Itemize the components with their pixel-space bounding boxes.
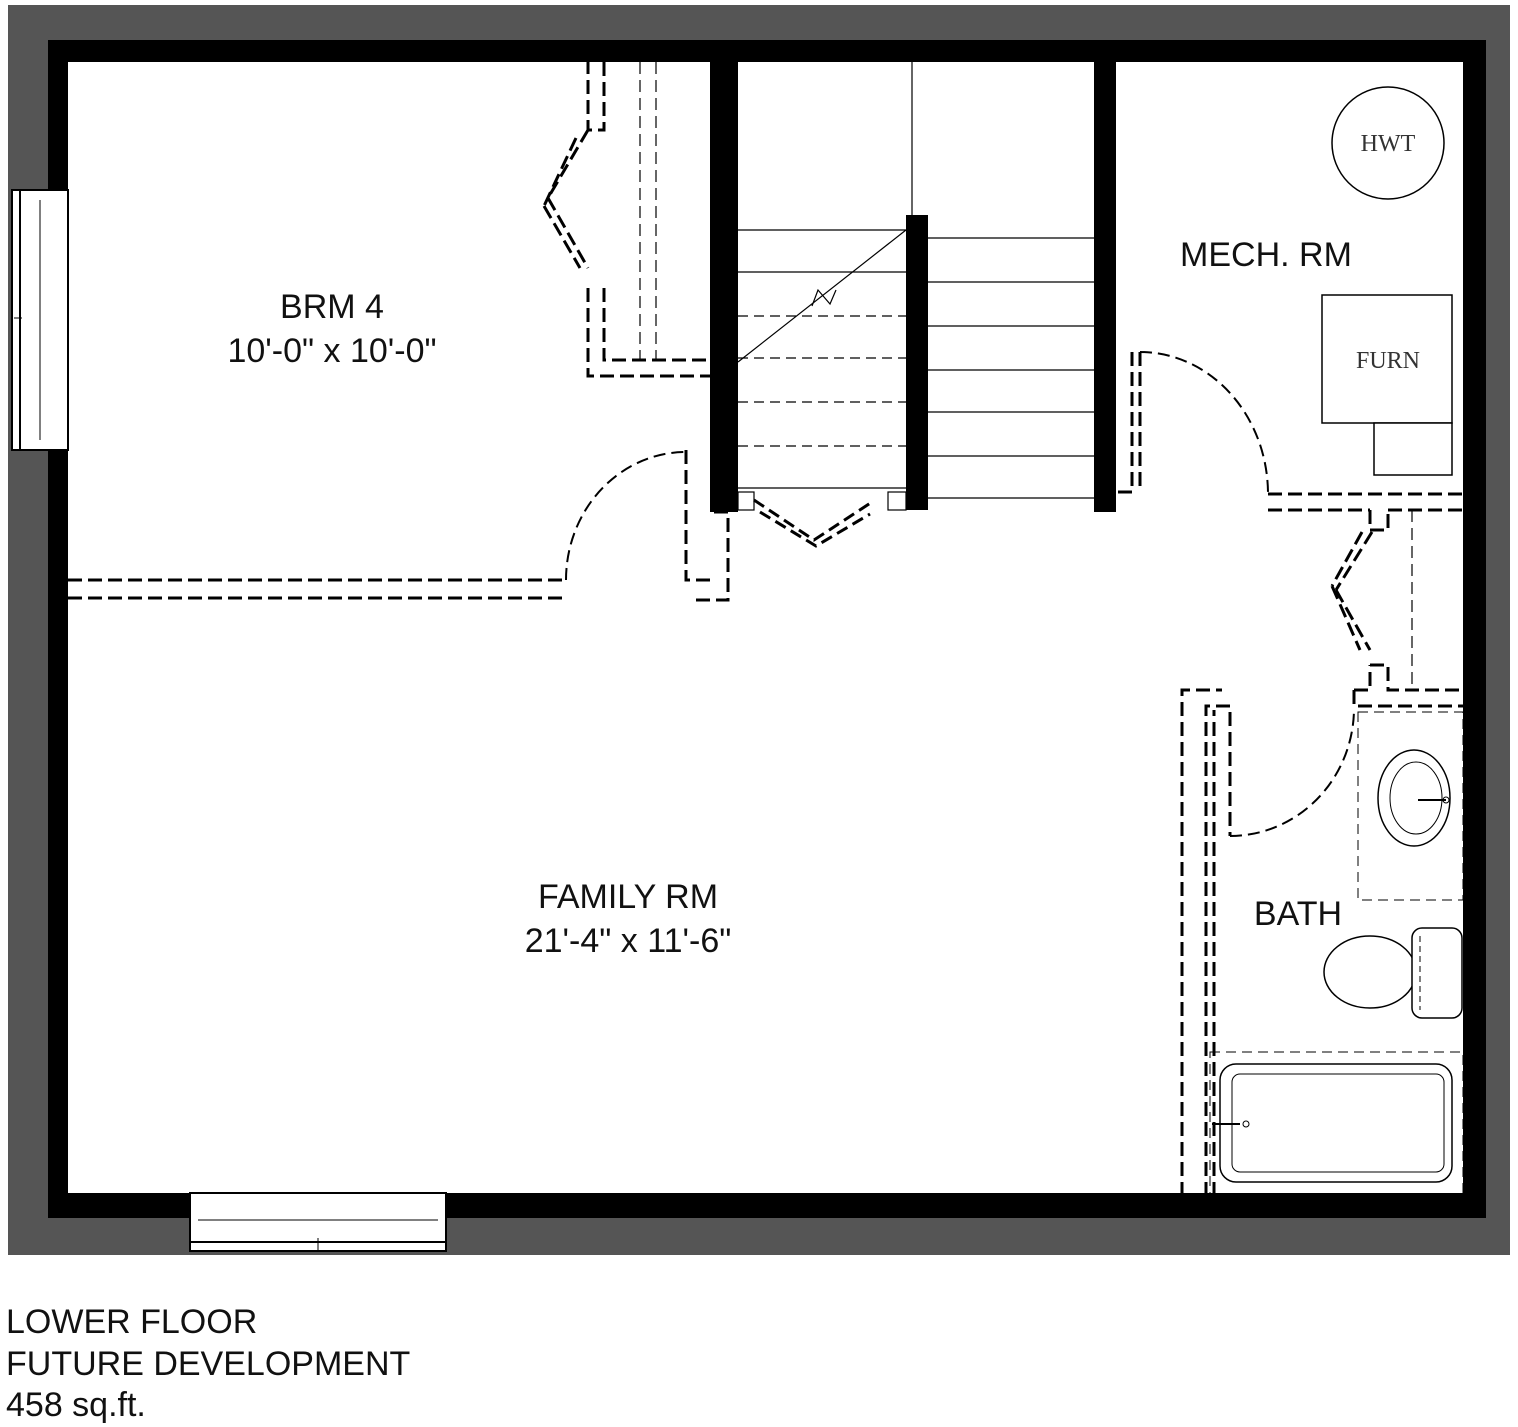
toilet-icon [1323,927,1463,1019]
family-room-size: 21'-4" x 11'-6" [525,922,732,960]
bath-name: BATH [1254,895,1342,933]
window-bottom [189,1192,447,1252]
furnace-icon: FURN [1321,294,1453,476]
caption-status: FUTURE DEVELOPMENT [6,1345,411,1383]
furn-label: FURN [1356,348,1420,374]
closet-lines [639,62,1413,690]
caption-floor: LOWER FLOOR [6,1303,258,1341]
outer-wall [8,5,1510,1255]
partition-walls [68,60,1463,1198]
window-left [11,189,69,451]
bathtub-icon [1209,1051,1464,1195]
caption-area: 458 sq.ft. [6,1386,146,1424]
hwt-label: HWT [1361,131,1416,157]
floor-plan: HWT FURN BRM 4 10'-0" x 10'-0" FAMILY RM… [8,5,1510,1255]
bedroom-size: 10'-0" x 10'-0" [227,332,436,370]
door-swings [565,351,1355,837]
bedroom-name: BRM 4 [280,288,384,326]
sink-icon [1357,711,1464,901]
room-labels: BRM 4 10'-0" x 10'-0" FAMILY RM 21'-4" x… [227,236,1352,960]
staircase [737,62,1094,511]
stair-walls [710,62,1116,512]
hot-water-tank-icon: HWT [1331,86,1445,200]
family-room-name: FAMILY RM [538,878,718,916]
mech-room-name: MECH. RM [1180,236,1352,274]
